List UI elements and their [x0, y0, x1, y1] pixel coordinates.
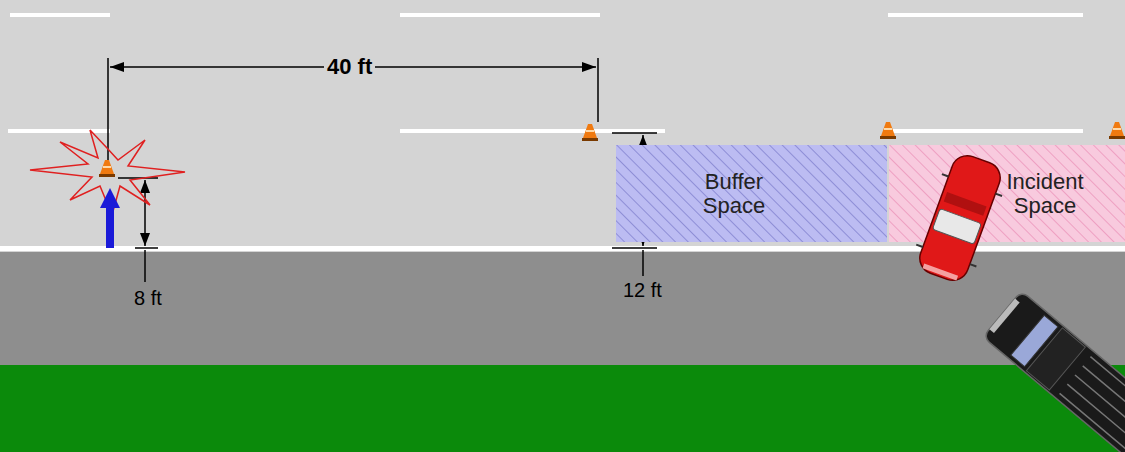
buffer-zone: Buffer Space — [616, 145, 887, 242]
zone-label: Incident Space — [990, 170, 1100, 218]
arrowhead — [140, 180, 150, 193]
arrowhead — [140, 233, 150, 246]
black-truck — [983, 291, 1125, 452]
edge-line — [0, 246, 1125, 251]
traffic-cone — [880, 122, 896, 139]
roadway — [0, 0, 1125, 252]
shoulder — [0, 252, 1125, 365]
dimension-label: 12 ft — [620, 279, 665, 301]
dimension-label: 40 ft — [324, 56, 375, 78]
lane-lines — [8, 13, 1083, 133]
arrowhead — [110, 62, 124, 72]
incident-zone: Incident Space — [889, 145, 1125, 242]
arrowhead — [582, 62, 596, 72]
dimension-label: 8 ft — [131, 287, 165, 309]
flare-starburst — [30, 130, 185, 215]
dimension-8 — [118, 178, 158, 282]
grass — [0, 365, 1125, 452]
traffic-cone — [99, 160, 115, 177]
traffic-cone — [1109, 122, 1125, 139]
blue-arrow — [100, 188, 120, 248]
zone-label: Buffer Space — [679, 170, 789, 218]
red-car — [909, 149, 1012, 287]
traffic-cone — [582, 124, 598, 141]
